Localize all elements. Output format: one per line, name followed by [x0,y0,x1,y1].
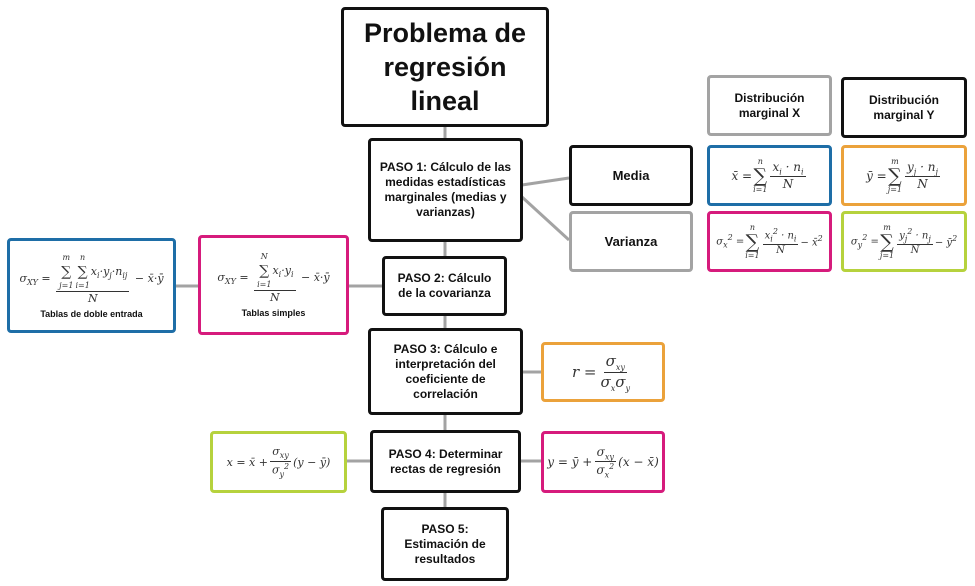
title-box: Problema de regresión lineal [341,7,549,127]
step-5-box: PASO 5: Estimación de resultados [381,507,509,581]
varianza-label: Varianza [604,234,658,249]
header-dist-y: Distribución marginal Y [841,77,967,138]
step-1-box: PASO 1: Cálculo de las medidas estadísti… [368,138,523,242]
caption-simples: Tablas simples [241,308,306,318]
media-label: Media [612,168,650,183]
step-3-label: PASO 3: Cálculo e interpretación del coe… [393,341,498,401]
step-2-label: PASO 2: Cálculo de la covarianza [397,271,492,300]
step-2-box: PASO 2: Cálculo de la covarianza [382,256,507,316]
step-3-box: PASO 3: Cálculo e interpretación del coe… [368,328,523,415]
header-dist-x: Distribución marginal X [707,75,832,136]
header-dist-x-label: Distribución marginal X [734,90,805,120]
step-1-label: PASO 1: Cálculo de las medidas estadísti… [379,160,512,219]
step-5-label: PASO 5: Estimación de resultados [404,521,486,566]
media-box: Media [569,145,693,206]
step-4-box: PASO 4: Determinar rectas de regresión [370,430,521,493]
step-4-label: PASO 4: Determinar rectas de regresión [388,446,503,476]
varianza-box: Varianza [569,211,693,272]
header-dist-y-label: Distribución marginal Y [868,92,939,122]
caption-doble: Tablas de doble entrada [40,308,143,319]
diagram-title: Problema de regresión lineal [363,18,527,116]
